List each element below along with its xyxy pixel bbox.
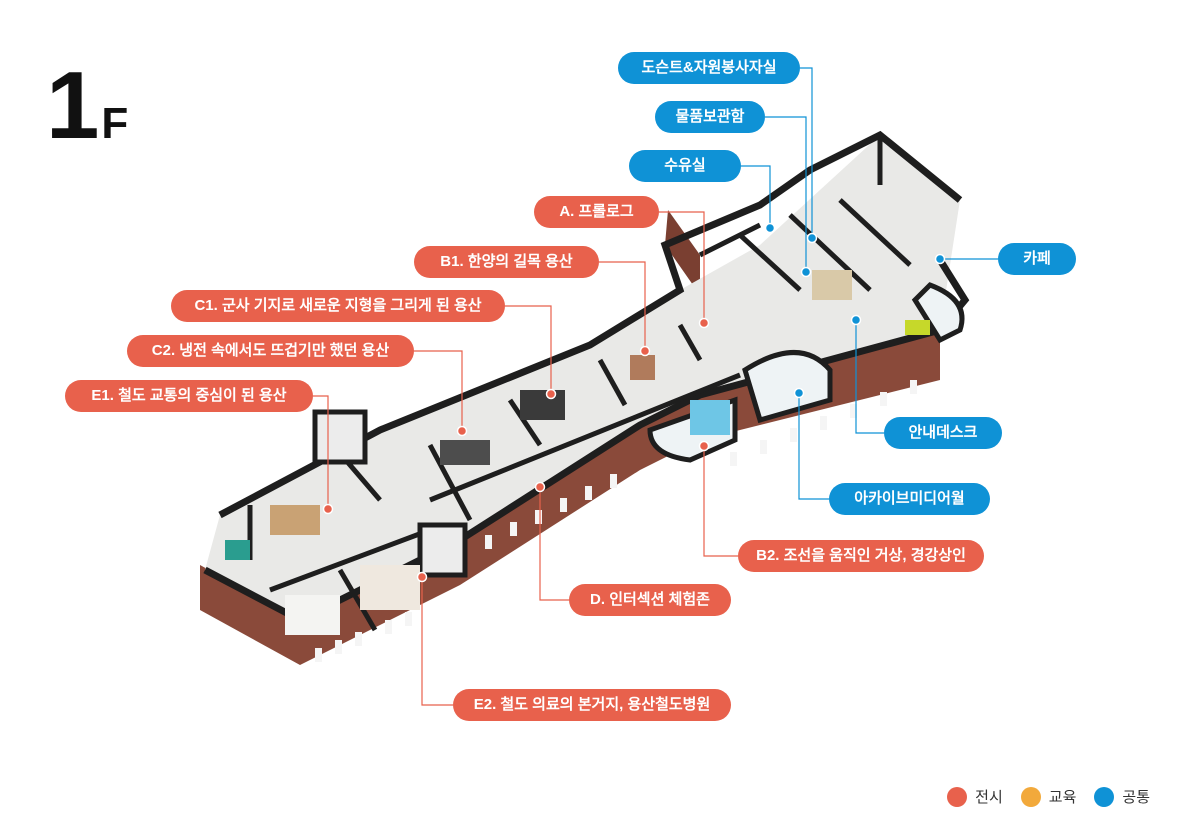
leader-archive [798,393,829,500]
room-accent [812,270,852,300]
label-d-experience-zone[interactable]: D. 인터섹션 체험존 [569,584,731,616]
marker-archive[interactable] [793,387,805,399]
room-accent [690,400,730,435]
facade-windows [315,380,917,662]
leader-info [855,320,884,434]
room-accent [360,565,420,610]
marker-e2[interactable] [416,571,428,583]
legend-label-exhibit: 전시 [975,789,1003,806]
leader-c2 [414,350,463,431]
building-model [200,130,970,665]
leader-storage [765,116,807,272]
leader-prologue [659,211,705,323]
label-b1-exhibit[interactable]: B1. 한양의 길목 용산 [414,246,599,278]
leader-b1 [599,261,646,351]
inner-wall [677,323,703,362]
label-archive-media-wall[interactable]: 아카이브미디어월 [829,483,990,515]
marker-storage[interactable] [800,266,812,278]
marker-b1[interactable] [639,345,651,357]
marker-c2[interactable] [456,425,468,437]
inner-wall [738,233,802,292]
inner-wall [788,213,872,292]
inner-wall [429,372,741,503]
inner-wall [597,358,628,407]
marker-c1[interactable] [545,388,557,400]
room-accent [225,540,250,560]
marker-cafe[interactable] [934,253,946,265]
leader-e2 [421,577,453,706]
leader-e1 [313,395,329,509]
legend: 전시 교육 공통 [947,786,1150,807]
marker-d[interactable] [534,481,546,493]
label-docent-room[interactable]: 도슨트&자원봉사자실 [618,52,800,84]
label-cafe[interactable]: 카페 [998,243,1076,275]
leader-c1 [505,305,552,394]
inner-wall [337,568,378,632]
label-c1-exhibit[interactable]: C1. 군사 기지로 새로운 지형을 그리게 된 용산 [171,290,505,322]
label-c2-exhibit[interactable]: C2. 냉전 속에서도 뜨겁기만 했던 용산 [127,335,414,367]
inner-wall [838,198,912,267]
floor-plate-main [205,135,960,620]
marker-b2[interactable] [698,440,710,452]
legend-dot-common [1094,786,1115,807]
marker-nursing[interactable] [764,222,776,234]
floor-title: 1F [46,58,128,154]
room-accent [630,355,655,380]
curved-room [742,350,833,424]
outer-wall-left [218,130,963,519]
legend-item-education: 교육 [1020,786,1077,807]
markers [322,222,946,583]
label-b2-exhibit[interactable]: B2. 조선을 움직인 거상, 경강상인 [738,540,984,572]
marker-e1[interactable] [322,503,334,515]
legend-label-common: 공통 [1122,789,1150,806]
inner-wall [698,222,762,258]
floor-number: 1 [46,52,99,159]
brick-facade-left [665,210,700,295]
small-tower [312,409,368,465]
room-accent [440,440,490,465]
label-prologue[interactable]: A. 프롤로그 [534,196,659,228]
legend-dot-exhibit [947,786,968,807]
inner-wall [269,527,431,593]
label-storage-locker[interactable]: 물품보관함 [655,101,765,133]
room-accent [270,505,320,535]
marker-info[interactable] [850,314,862,326]
leader-d [539,487,569,601]
room-accent [285,595,340,635]
leader-docent [800,67,813,238]
marker-prologue[interactable] [698,317,710,329]
leader-lines [313,67,998,706]
small-tower [417,522,468,578]
room-accent [520,390,565,420]
inner-wall [507,398,543,447]
leader-b2 [703,446,738,557]
marker-docent[interactable] [806,232,818,244]
room-accent [905,320,930,335]
legend-label-education: 교육 [1048,789,1077,806]
floor-letter: F [101,99,129,148]
legend-dot-education [1020,786,1041,807]
label-info-desk[interactable]: 안내데스크 [884,417,1002,449]
legend-item-exhibit: 전시 [947,786,1003,807]
label-e1-exhibit[interactable]: E1. 철도 교통의 중심이 된 용산 [65,380,313,412]
label-e2-exhibit[interactable]: E2. 철도 의료의 본거지, 용산철도병원 [453,689,731,721]
legend-item-common: 공통 [1094,786,1150,807]
inner-wall [427,443,473,522]
label-nursing-room[interactable]: 수유실 [629,150,741,182]
leader-nursing [741,165,771,228]
curved-room [911,282,965,344]
